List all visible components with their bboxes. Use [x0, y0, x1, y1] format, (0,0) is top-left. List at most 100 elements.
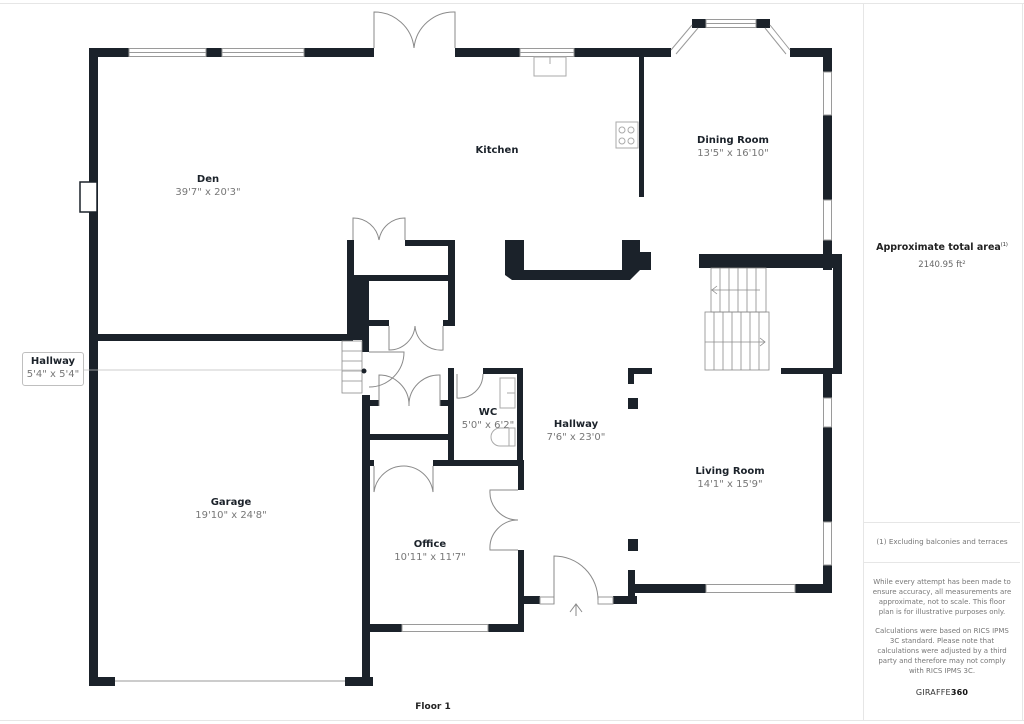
- wall-bay: [692, 19, 706, 28]
- wall-living-south: [628, 584, 706, 593]
- brand-name: GIRAFFE: [915, 688, 951, 697]
- windows: [115, 19, 832, 682]
- wall-east: [823, 427, 832, 522]
- frame-bottom-border: [0, 720, 1024, 721]
- wall-north-east: [790, 48, 832, 57]
- cooktop: [615, 121, 639, 149]
- wall-office: [433, 460, 453, 466]
- wall-central: [362, 434, 454, 440]
- brand-number: 360: [950, 688, 969, 697]
- divider: [864, 522, 1020, 523]
- wall-east: [823, 370, 832, 398]
- wall-dining-south: [699, 254, 842, 268]
- wall-central: [440, 400, 454, 406]
- wall-central: [448, 240, 455, 326]
- window: [823, 521, 832, 566]
- room-dims: 19'10" x 24'8": [195, 510, 267, 521]
- window: [823, 199, 832, 241]
- room-label-office: Office 10'11" x 11'7": [394, 538, 466, 564]
- column: [628, 368, 634, 384]
- window: [823, 397, 832, 428]
- window: [539, 596, 555, 605]
- wall-central: [369, 400, 379, 406]
- room-label-den: Den 39'7" x 20'3": [175, 173, 240, 199]
- wall-garage-south: [345, 677, 373, 686]
- wall-central: [369, 320, 389, 326]
- callout-name: Hallway: [30, 356, 76, 367]
- wall-north: [206, 48, 222, 57]
- wall-living-south: [795, 584, 832, 593]
- window: [769, 24, 791, 51]
- brand-logo: GIRAFFE360: [864, 688, 1020, 697]
- fireplace: [79, 181, 98, 213]
- total-area-title: Approximate total area(1): [864, 242, 1020, 253]
- wall-central: [405, 240, 455, 246]
- door-office: [489, 489, 519, 551]
- door-pantry: [352, 217, 406, 241]
- entry-arrow-icon: [569, 603, 583, 616]
- wall-central: [362, 395, 370, 685]
- wall-office: [362, 624, 402, 632]
- wall-den-garage: [89, 334, 353, 341]
- room-label-living-room: Living Room 14'1" x 15'9": [695, 465, 764, 491]
- stairs-small: [341, 340, 363, 394]
- wall-east: [823, 565, 832, 593]
- wall-north: [89, 48, 129, 57]
- door-wc: [456, 373, 484, 399]
- room-name: Hallway: [553, 419, 599, 430]
- wall-entrance: [518, 596, 540, 604]
- window: [823, 71, 832, 116]
- room-dims: 7'6" x 23'0": [546, 432, 606, 443]
- hallway-callout: Hallway 5'4" x 5'4": [22, 352, 84, 386]
- kitchen-island: [505, 240, 651, 280]
- room-name: Den: [196, 174, 220, 185]
- doors: [352, 11, 599, 616]
- wall-central: [347, 275, 455, 281]
- wall-wc: [448, 460, 523, 466]
- total-area-value: 2140.95 ft²: [918, 260, 966, 270]
- wall-north: [574, 48, 671, 57]
- wall-office: [518, 550, 524, 630]
- wall-entrance: [613, 596, 637, 604]
- info-panel: [863, 3, 1023, 720]
- disclaimer-accuracy: While every attempt has been made to ens…: [872, 578, 1012, 616]
- room-label-kitchen: Kitchen: [476, 144, 519, 157]
- room-label-hallway: Hallway 7'6" x 23'0": [547, 418, 606, 444]
- wall-central: [443, 320, 455, 326]
- door-hall: [368, 351, 405, 388]
- floor-label: Floor 1: [415, 702, 451, 712]
- frame-top-border: [0, 3, 1024, 4]
- column: [628, 539, 638, 551]
- footnote: (1) Excluding balconies and terraces: [876, 537, 1008, 546]
- room-dims: 10'11" x 11'7": [394, 552, 466, 563]
- divider: [864, 562, 1020, 563]
- room-name: Living Room: [695, 466, 765, 477]
- callout-dot: [361, 368, 367, 374]
- wall-east: [823, 48, 832, 72]
- column: [628, 368, 652, 374]
- room-name: WC: [478, 407, 498, 418]
- wall-office: [488, 624, 524, 632]
- room-label-garage: Garage 19'10" x 24'8": [195, 496, 267, 522]
- disclaimer-rics: Calculations were based on RICS IPMS 3C …: [875, 627, 1009, 675]
- disclaimer: While every attempt has been made to ens…: [872, 577, 1012, 685]
- wall-west: [89, 48, 98, 686]
- wall-bay: [756, 19, 770, 28]
- window: [401, 624, 489, 632]
- column: [628, 398, 638, 409]
- window: [705, 584, 796, 593]
- stairs-lower: [704, 311, 770, 371]
- wall-central: [362, 340, 369, 352]
- wall-wc: [483, 368, 523, 374]
- window: [670, 24, 693, 51]
- room-name: Office: [413, 539, 447, 550]
- room-name: Kitchen: [475, 145, 519, 156]
- wall-wc: [517, 368, 523, 465]
- window: [597, 596, 614, 605]
- room-label-dining-room: Dining Room 13'5" x 16'10": [697, 134, 769, 160]
- wall-garage-south: [89, 677, 115, 686]
- wall-central: [347, 240, 353, 245]
- room-dims: 5'0" x 6'2": [461, 420, 515, 431]
- wall-stair: [781, 368, 833, 374]
- toilet: [490, 427, 516, 447]
